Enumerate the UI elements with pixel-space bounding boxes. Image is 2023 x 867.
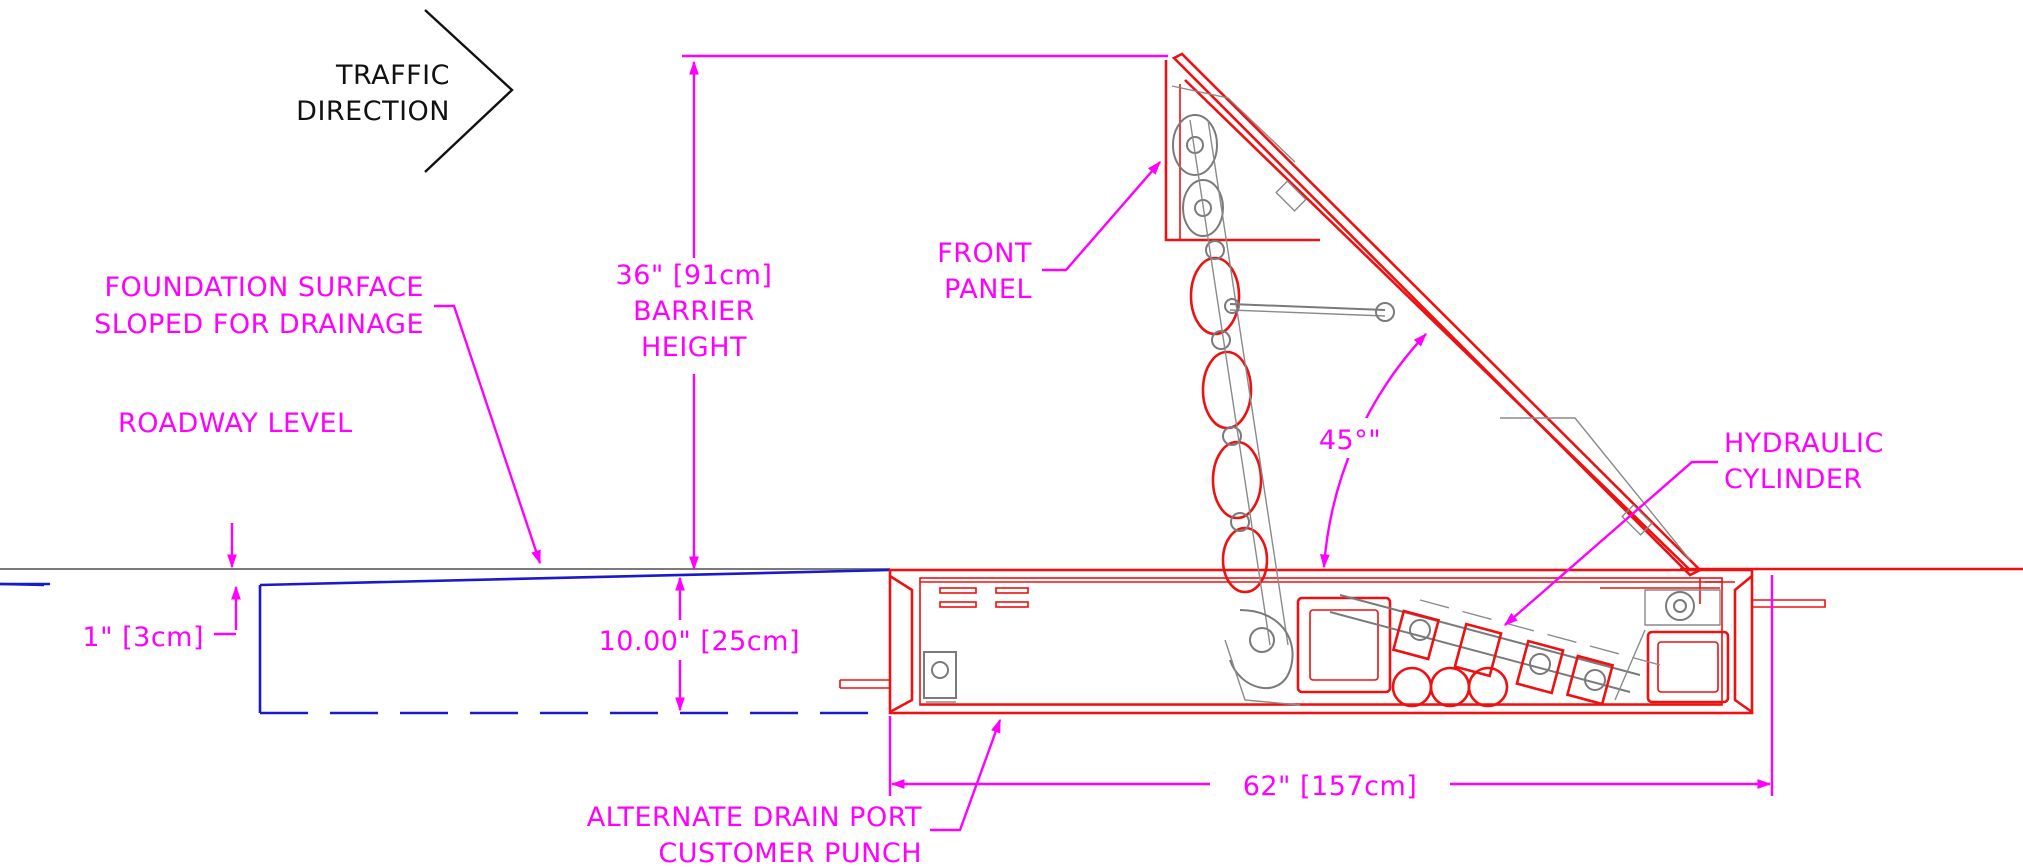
front-panel [1164, 52, 1703, 577]
front-panel-label-1: FRONT [937, 238, 1032, 269]
height-label-1: 36" [91cm] [616, 260, 773, 291]
angle-label: 45°" [1319, 425, 1381, 456]
linkage-chain [1172, 114, 1395, 706]
angle-dimension: 45°" [1310, 332, 1427, 569]
traffic-label-1: TRAFFIC [335, 60, 450, 91]
height-label-3: HEIGHT [641, 332, 747, 363]
drain-port-callout: ALTERNATE DRAIN PORT CUSTOMER PUNCH [587, 718, 1002, 867]
barrier-frame [839, 568, 1826, 715]
barrier-height-dimension: 36" [91cm] BARRIER HEIGHT [616, 54, 1168, 571]
foundation-label-2: SLOPED FOR DRAINAGE [94, 309, 424, 340]
traffic-label-2: DIRECTION [296, 96, 450, 127]
hydraulic-cylinder [1329, 589, 1721, 706]
roadway-level-label: ROADWAY LEVEL [118, 408, 353, 439]
slope-dimension: 1" [3cm] [0, 523, 241, 653]
foundation-surface-callout: FOUNDATION SURFACE SLOPED FOR DRAINAGE [94, 272, 542, 565]
slope-label: 1" [3cm] [82, 622, 204, 653]
depth-label: 10.00" [25cm] [599, 626, 800, 657]
hydraulic-cylinder-callout: HYDRAULIC CYLINDER [1503, 428, 1884, 626]
height-label-2: BARRIER [633, 296, 755, 327]
traffic-direction-arrow: TRAFFIC DIRECTION [296, 9, 514, 173]
foundation-label-1: FOUNDATION SURFACE [104, 272, 424, 303]
hydraulic-label-2: CYLINDER [1724, 464, 1863, 495]
drain-port-detail [923, 651, 957, 703]
front-panel-callout: FRONT PANEL [937, 160, 1161, 305]
depth-dimension: 10.00" [25cm] [556, 576, 806, 712]
front-panel-label-2: PANEL [944, 274, 1032, 305]
drain-label-2: CUSTOMER PUNCH [658, 838, 922, 867]
width-dimension: 62" [157cm] [888, 575, 1774, 806]
hydraulic-label-1: HYDRAULIC [1724, 428, 1884, 459]
width-label: 62" [157cm] [1243, 771, 1418, 802]
drain-label-1: ALTERNATE DRAIN PORT [587, 802, 922, 833]
